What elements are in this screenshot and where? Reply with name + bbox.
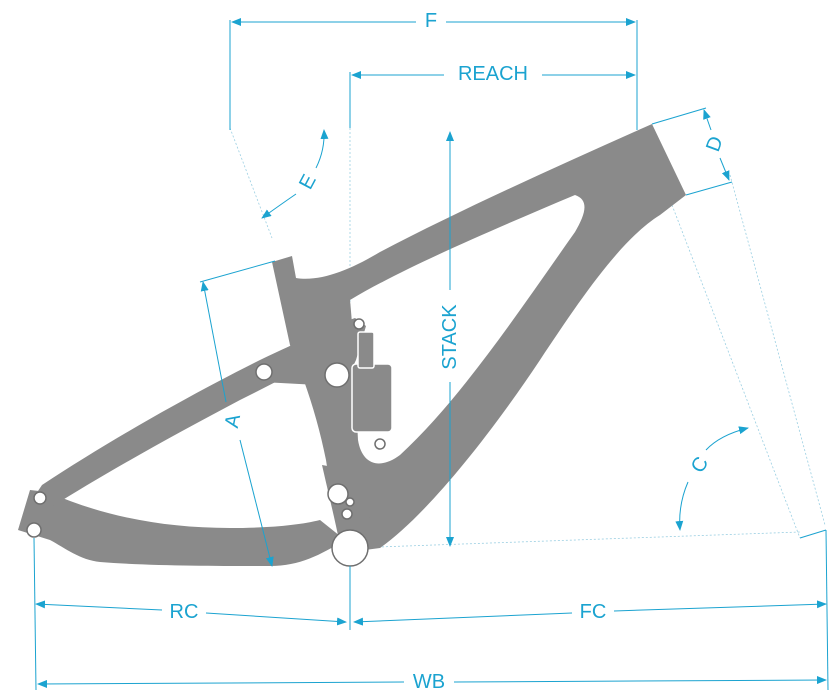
- label-f: F: [425, 10, 437, 32]
- seatstay: [32, 332, 328, 508]
- label-a: A: [221, 412, 245, 430]
- label-wb: WB: [413, 671, 445, 693]
- dimension-labels: F REACH D E STACK A C RC FC WB: [170, 10, 728, 693]
- rear-shock-body: [351, 363, 393, 433]
- wb-dimension-line: [37, 679, 405, 688]
- front-triangle: [272, 124, 686, 552]
- bb-pivot-1: [327, 483, 349, 505]
- label-reach: REACH: [458, 63, 528, 85]
- bb-pivot-3: [341, 508, 353, 520]
- label-stack: STACK: [439, 304, 461, 370]
- fc-dimension-line: [353, 612, 573, 626]
- main-pivot: [324, 362, 350, 388]
- label-rc: RC: [170, 601, 199, 623]
- dimension-lines: [33, 18, 829, 691]
- bike-frame: [18, 124, 686, 567]
- chainstay: [18, 490, 345, 566]
- a-dimension-line: [200, 281, 227, 403]
- rear-shock-shaft: [357, 331, 375, 369]
- seatstay-pivot: [33, 491, 47, 505]
- label-c: C: [687, 453, 713, 477]
- shock-mount-lower: [374, 438, 386, 450]
- bottom-bracket: [331, 529, 369, 567]
- label-fc: FC: [580, 601, 607, 623]
- bb-pivot-2: [345, 497, 355, 507]
- link-pivot-lower: [255, 363, 273, 381]
- d-dimension-line: [703, 109, 712, 131]
- rc-dimension-line: [35, 600, 163, 611]
- rear-axle: [26, 522, 42, 538]
- c-angle-arc: [705, 426, 749, 451]
- label-e: E: [295, 171, 321, 193]
- label-d: D: [702, 133, 728, 154]
- link-pivot-upper: [353, 318, 365, 330]
- e-angle-arc: [261, 193, 297, 219]
